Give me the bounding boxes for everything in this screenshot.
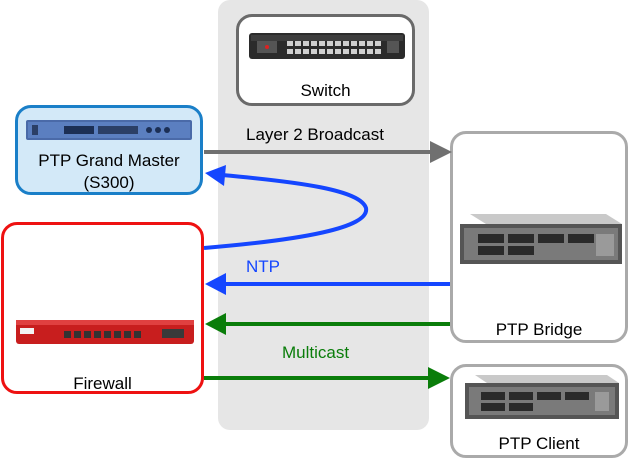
firewall-label: Firewall: [73, 374, 132, 393]
ntp-loop-arrow: [203, 173, 369, 250]
grandmaster-label-line2: (S300): [83, 173, 135, 192]
ntp-loop-arrowhead: [205, 165, 226, 186]
firewall-device-icon: [16, 320, 194, 344]
switch-device-icon: [249, 33, 405, 59]
ntp-arrowhead: [205, 273, 226, 295]
ptp-bridge-node[interactable]: PTP Bridge: [450, 131, 628, 343]
broadcast-arrowhead: [430, 141, 452, 163]
ntp-edge-label: NTP: [246, 257, 280, 276]
broadcast-edge-label: Layer 2 Broadcast: [246, 125, 384, 144]
grandmaster-device-icon: [26, 120, 192, 140]
grandmaster-label-line1: PTP Grand Master: [38, 151, 180, 170]
multicast-edge-label: Multicast: [282, 343, 350, 362]
multicast-out-arrowhead: [428, 367, 450, 389]
ptp-client-label: PTP Client: [498, 434, 580, 453]
firewall-node[interactable]: Firewall: [1, 222, 204, 394]
grandmaster-node[interactable]: PTP Grand Master (S300): [15, 105, 203, 195]
ptp-client-server-icon: [465, 375, 619, 419]
ptp-client-node[interactable]: PTP Client: [450, 364, 628, 458]
ptp-bridge-server-icon: [460, 214, 622, 264]
switch-node[interactable]: Switch: [236, 14, 415, 106]
multicast-in-arrowhead: [205, 313, 226, 335]
switch-label: Switch: [300, 81, 351, 100]
ptp-bridge-label: PTP Bridge: [495, 320, 583, 339]
